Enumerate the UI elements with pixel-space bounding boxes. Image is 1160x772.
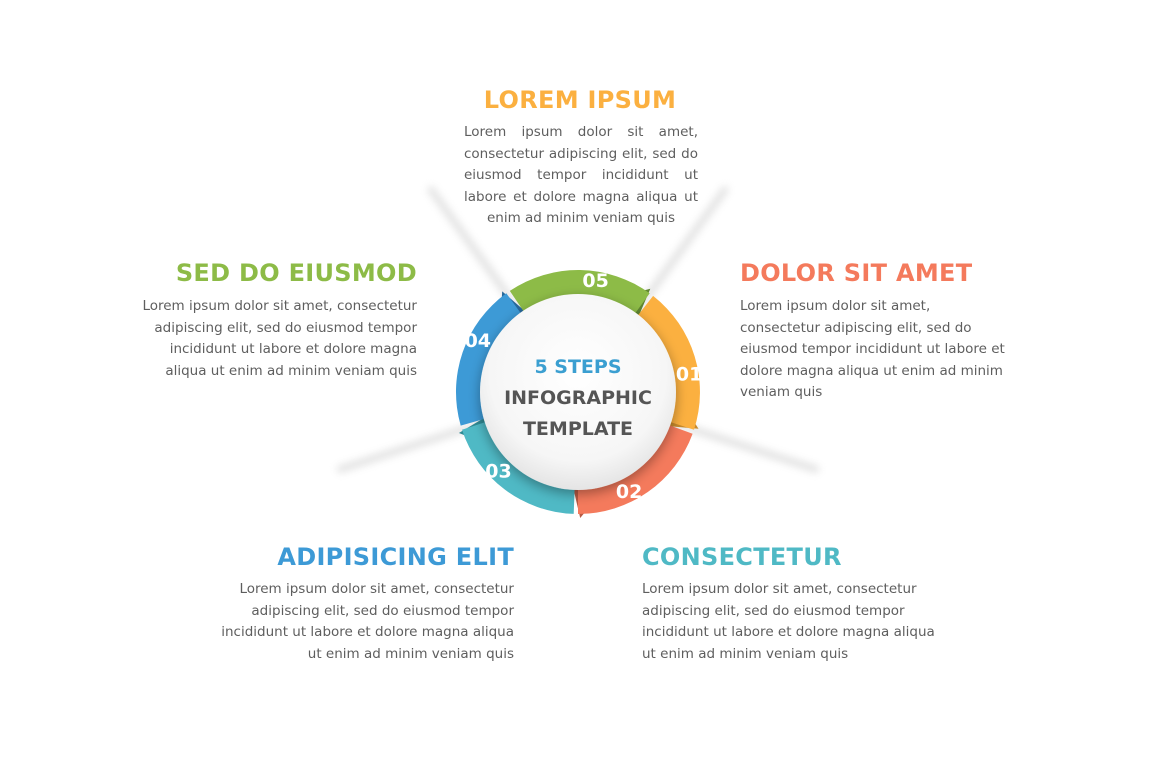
divider-ray-5: [427, 186, 521, 313]
step-5-number: 05: [582, 270, 608, 292]
step-1-title: LOREM IPSUM: [483, 86, 677, 114]
center-disc: [480, 294, 676, 490]
step-5-text: Lorem ipsum dolor sit amet, consectetur …: [142, 298, 417, 379]
step-4-number: 04: [465, 330, 491, 352]
step-4-title: ADIPISICING ELIT: [277, 543, 514, 571]
step-4-text: Lorem ipsum dolor sit amet, consectetur …: [221, 581, 514, 662]
divider-ray-2: [672, 420, 820, 473]
step-numbers: 01 02 03 04 05: [465, 270, 703, 503]
step-3-title: CONSECTETUR: [642, 543, 842, 571]
center-line-steps: 5 STEPS: [534, 356, 622, 378]
center-line-infographic: INFOGRAPHIC: [504, 387, 652, 409]
divider-ray-1: [635, 186, 729, 313]
step-2-title: DOLOR SIT AMET: [740, 259, 973, 287]
divider-shadows: [336, 186, 820, 646]
step-1-number: 01: [676, 363, 702, 385]
step-2-number: 02: [616, 481, 642, 503]
step-3-text: Lorem ipsum dolor sit amet, consectetur …: [642, 581, 935, 662]
divider-ray-4: [336, 420, 484, 473]
step-1-text: Lorem ipsum dolor sit amet, consectetur …: [464, 124, 698, 226]
step-3-number: 03: [485, 461, 511, 483]
center-line-template: TEMPLATE: [522, 418, 634, 440]
step-5-title: SED DO EIUSMOD: [175, 259, 417, 287]
step-2-text: Lorem ipsum dolor sit amet, consectetur …: [740, 298, 1005, 400]
